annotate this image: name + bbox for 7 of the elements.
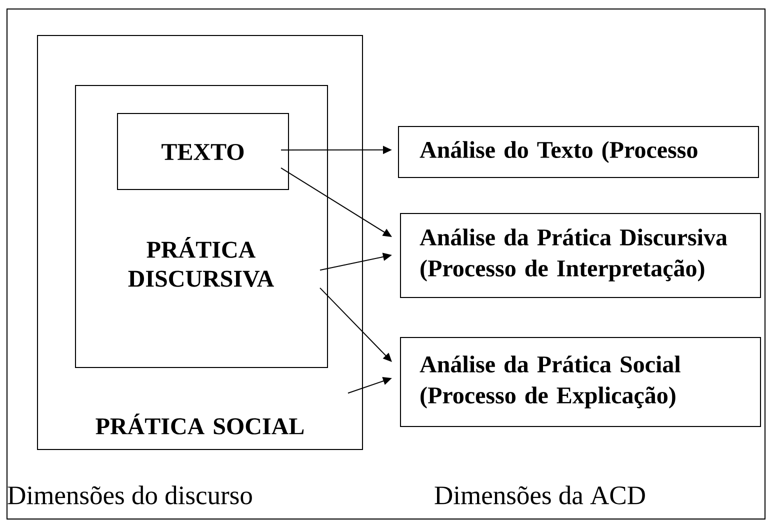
caption-text: Dimensões da ACD	[434, 486, 645, 504]
analysis-box: Análise da Prática Social (Processo de Explicação)	[400, 337, 761, 427]
caption-text: Dimensões do discurso	[8, 486, 252, 504]
analysis-box: Análise do Texto (Processo	[398, 126, 759, 178]
text-box: TEXTO	[117, 113, 289, 190]
arrow	[320, 287, 392, 362]
analysis-box: Análise da Prática Discursiva (Processo de Interpretação)	[400, 213, 761, 298]
